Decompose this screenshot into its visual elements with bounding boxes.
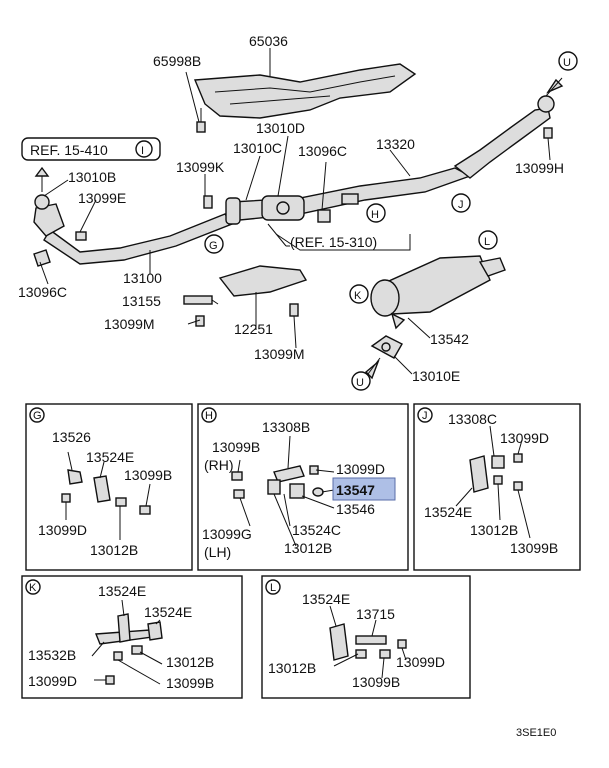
k-label-13099b: 13099B (166, 675, 214, 691)
svg-text:J: J (458, 199, 464, 211)
detail-box-l: L 13524E 13715 13012B 13099D 13099B (261, 575, 471, 699)
callout-l-main: L (478, 230, 498, 250)
label-13099m-a: 13099M (104, 316, 155, 332)
callout-u-bottom: U (351, 371, 371, 391)
h-label-13524c: 13524C (292, 522, 341, 538)
heat-protector-12251 (218, 265, 308, 297)
h-label-13099g: 13099G (202, 526, 252, 542)
highlight-13547 (332, 477, 396, 501)
callout-g-main: G (204, 234, 224, 254)
label-13100: 13100 (123, 270, 162, 286)
detail-box-k: K 13524E 13524E 13532B 13012B 13099D 130… (21, 575, 243, 699)
label-13099h: 13099H (515, 160, 564, 176)
label-13010b: 13010B (68, 169, 116, 185)
k-label-13012b: 13012B (166, 654, 214, 670)
label-65998b: 65998B (153, 53, 201, 69)
detail-box-g: G 13526 13524E 13099B 13099D 13012B (25, 403, 193, 571)
label-13542: 13542 (430, 331, 469, 347)
svg-text:K: K (29, 582, 37, 594)
l-label-13012b: 13012B (268, 660, 316, 676)
callout-i: I (141, 145, 144, 157)
l-label-13099b: 13099B (352, 674, 400, 690)
g-label-13099d: 13099D (38, 522, 87, 538)
label-12251: 12251 (234, 321, 273, 337)
h-label-13099b: 13099B (212, 439, 260, 455)
h-label-13099d: 13099D (336, 461, 385, 477)
label-65036: 65036 (249, 33, 288, 49)
h-label-13012b: 13012B (284, 540, 332, 556)
label-13010c: 13010C (233, 140, 282, 156)
svg-text:G: G (33, 410, 42, 422)
front-pipe-13100 (43, 213, 234, 265)
callout-h-main: H (366, 203, 386, 223)
j-label-13099b: 13099B (510, 540, 558, 556)
label-13010e: 13010E (412, 368, 460, 384)
pipe-13320 (453, 107, 551, 179)
j-label-13524e: 13524E (424, 504, 472, 520)
k-label-13524e-b: 13524E (144, 604, 192, 620)
ref-15-410-box (21, 137, 161, 161)
svg-text:H: H (205, 410, 213, 422)
muffler-13542 (370, 255, 506, 330)
g-label-13012b: 13012B (90, 542, 138, 558)
bolt-65998b (196, 108, 206, 133)
callout-u-top: U (558, 51, 578, 71)
detail-box-h: H 13308B 13099B (RH) 13099D 13547 13546 … (197, 403, 409, 571)
h-label-13546: 13546 (336, 501, 375, 517)
h-label-13308b: 13308B (262, 419, 310, 435)
j-label-13308c: 13308C (448, 411, 497, 427)
diagram-code: 3SE1E0 (516, 727, 556, 739)
svg-text:K: K (354, 290, 362, 302)
label-13099k: 13099K (176, 159, 225, 175)
k-label-13532b: 13532B (28, 647, 76, 663)
label-13320: 13320 (376, 136, 415, 152)
label-13010d: 13010D (256, 120, 305, 136)
g-label-13099b: 13099B (124, 467, 172, 483)
h-label-13547: 13547 (336, 482, 375, 498)
l-label-13715: 13715 (356, 606, 395, 622)
svg-text:H: H (371, 209, 379, 221)
detail-box-j: J 13308C 13099D 13524E 13012B 13099B (413, 403, 581, 571)
svg-text:J: J (422, 410, 428, 422)
callout-j-main: J (451, 193, 471, 213)
svg-text:G: G (209, 240, 218, 252)
l-label-13099d: 13099D (396, 654, 445, 670)
ref-15-410-label: REF. 15-410 (30, 142, 108, 158)
label-13099e: 13099E (78, 190, 126, 206)
h-label-lh: (LH) (204, 544, 231, 560)
l-label-13524e: 13524E (302, 591, 350, 607)
g-label-13524e: 13524E (86, 449, 134, 465)
k-label-13099d: 13099D (28, 673, 77, 689)
svg-text:U: U (563, 57, 571, 69)
j-label-13099d: 13099D (500, 430, 549, 446)
callout-k-main: K (349, 284, 369, 304)
ref-15-310-label: (REF. 15-310) (290, 234, 377, 250)
j-label-13012b: 13012B (470, 522, 518, 538)
label-13096c-left: 13096C (18, 284, 67, 300)
label-13155: 13155 (122, 293, 161, 309)
svg-text:L: L (484, 236, 490, 248)
g-label-13526: 13526 (52, 429, 91, 445)
svg-text:L: L (270, 582, 276, 594)
svg-text:U: U (356, 377, 364, 389)
k-label-13524e-a: 13524E (98, 583, 146, 599)
label-13099m-b: 13099M (254, 346, 305, 362)
label-13096c-top: 13096C (298, 143, 347, 159)
h-label-rh: (RH) (204, 457, 234, 473)
